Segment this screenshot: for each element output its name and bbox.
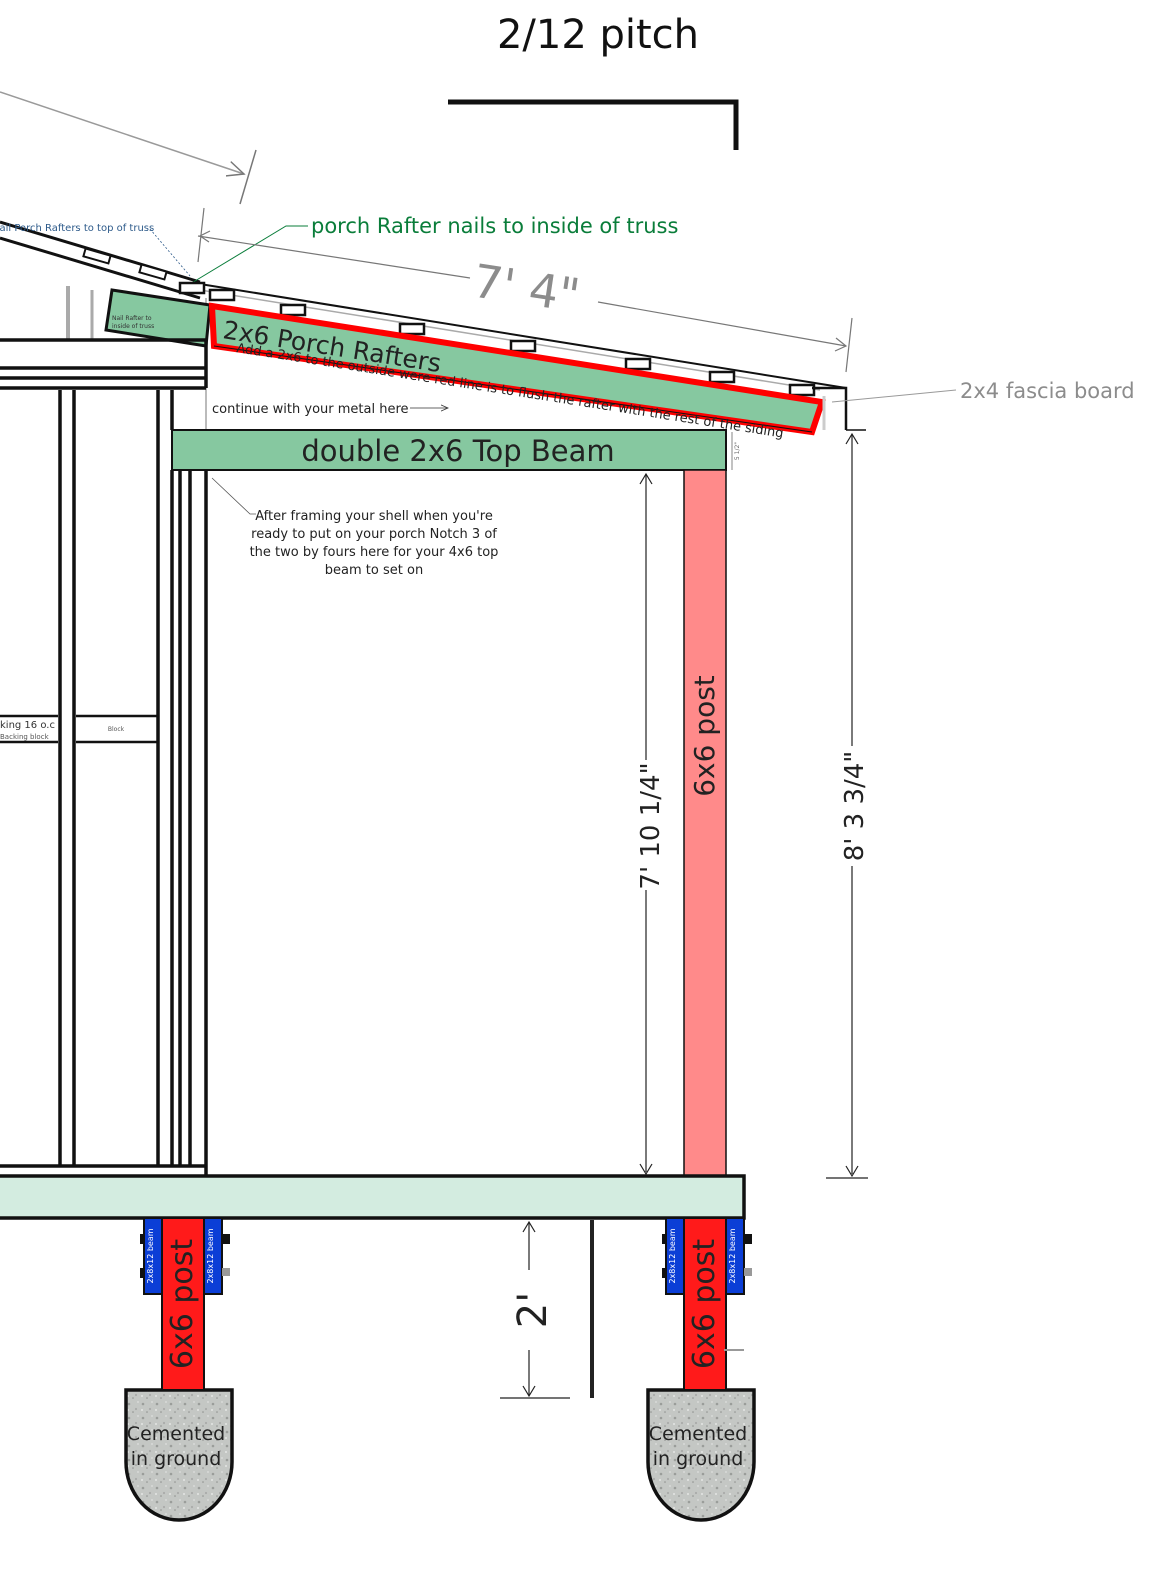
cemented-right-2: in ground bbox=[653, 1448, 744, 1470]
footing-post-right bbox=[683, 1217, 727, 1391]
blocking-label-1: king 16 o.c bbox=[0, 720, 55, 731]
fascia-label: 2x4 fascia board bbox=[960, 379, 1135, 403]
total-height-label: 8' 3 3/4" bbox=[840, 751, 870, 862]
leader-line-top bbox=[0, 91, 244, 174]
ground-clearance-label: 2' bbox=[510, 1292, 556, 1328]
footing-post-left-label: 6x6 post bbox=[165, 1239, 200, 1369]
leader-tick bbox=[239, 149, 257, 205]
footing-right: 2x8x12 beam 2x8x12 beam 6x6 post Cemente… bbox=[646, 1217, 756, 1522]
fascia-leader bbox=[831, 389, 957, 403]
notch-note-line-4: beam to set on bbox=[325, 563, 423, 578]
wall-framing bbox=[0, 338, 208, 1175]
beam-right-a-label: 2x8x12 beam bbox=[668, 1228, 677, 1283]
concrete-right bbox=[646, 1388, 756, 1522]
nail-rafter-inside-2: inside of truss bbox=[112, 323, 154, 330]
porch-post-label: 6x6 post bbox=[688, 675, 721, 797]
nail-rafter-inside-1: Nail Rafter to bbox=[112, 315, 152, 322]
nail-rafters-top-label: Nail Porch Rafters to top of truss bbox=[0, 223, 154, 234]
footing-left: 2x8x12 beam 2x8x12 beam 6x6 post Cemente… bbox=[124, 1217, 234, 1522]
cemented-right-1: Cemented bbox=[649, 1423, 747, 1445]
porch-rafter: 2x6 Porch Rafters Add a 2x6 to the outsi… bbox=[178, 281, 847, 442]
fascia-board bbox=[812, 386, 866, 431]
rafter-length-label: 7' 4" bbox=[469, 254, 583, 323]
beam-right-b-label: 2x8x12 beam bbox=[728, 1228, 737, 1283]
svg-text:5 1/2": 5 1/2" bbox=[734, 442, 741, 460]
post-height-label: 7' 10 1/4" bbox=[636, 762, 666, 889]
inside-truss-block: Nail Rafter to inside of truss bbox=[104, 288, 212, 348]
porch-rafter-nails-label: porch Rafter nails to inside of truss bbox=[311, 214, 678, 238]
continue-metal-label: continue with your metal here bbox=[212, 402, 409, 417]
blocking-label-2: Backing block bbox=[0, 733, 50, 741]
block-label: Block bbox=[108, 726, 125, 733]
post-height-dimension bbox=[639, 472, 653, 1176]
porch-post bbox=[683, 469, 727, 1177]
notch-note-line-3: the two by fours here for your 4x6 top bbox=[250, 545, 499, 560]
ground-clearance-dimension bbox=[500, 1220, 594, 1399]
footing-post-left bbox=[161, 1217, 205, 1391]
cemented-left-2: in ground bbox=[131, 1448, 222, 1470]
top-beam bbox=[171, 429, 727, 471]
small-dimension: 5 1/2" bbox=[731, 432, 741, 470]
beam-left-b-label: 2x8x12 beam bbox=[206, 1228, 215, 1283]
notch-note: After framing your shell when you're rea… bbox=[211, 477, 499, 578]
notch-note-line-1: After framing your shell when you're bbox=[255, 509, 493, 524]
diagram-title: 2/12 pitch bbox=[497, 12, 699, 58]
concrete-left bbox=[124, 1388, 234, 1522]
pitch-symbol bbox=[448, 99, 739, 150]
top-beam-label: double 2x6 Top Beam bbox=[301, 434, 614, 468]
cemented-left-1: Cemented bbox=[127, 1423, 225, 1445]
floor-deck bbox=[0, 1174, 746, 1220]
porch-rafter-nails-leader bbox=[189, 225, 308, 285]
main-roof bbox=[0, 220, 201, 340]
total-height-dimension bbox=[826, 432, 868, 1179]
notch-note-line-2: ready to put on your porch Notch 3 of bbox=[251, 527, 497, 542]
beam-left-a-label: 2x8x12 beam bbox=[146, 1228, 155, 1283]
footing-post-right-label: 6x6 post bbox=[687, 1239, 722, 1369]
